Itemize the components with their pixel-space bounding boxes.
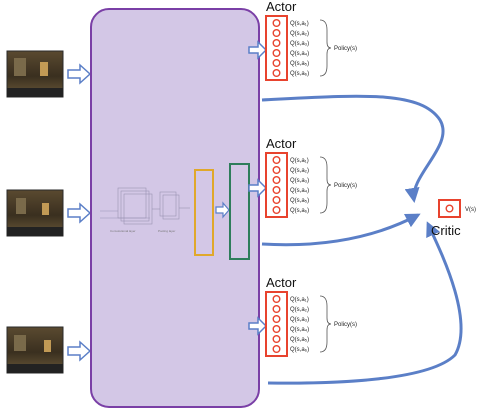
policy-brace bbox=[319, 156, 332, 214]
dense-arrow bbox=[215, 201, 230, 219]
policy-label: Policy(s) bbox=[334, 322, 357, 328]
q-label: Q(s,a₂) bbox=[290, 307, 309, 313]
input-arrow-1 bbox=[67, 63, 92, 85]
input-arrow-2 bbox=[67, 202, 92, 224]
q-label: Q(s,a₅) bbox=[290, 337, 309, 343]
q-label: Q(s,a₄) bbox=[290, 327, 309, 333]
critic-value-label: V(s) bbox=[465, 207, 476, 213]
policy-brace bbox=[319, 295, 332, 353]
q-label: Q(s,a₆) bbox=[290, 347, 309, 353]
critic-value-box bbox=[438, 199, 461, 218]
q-label: Q(s,a₁) bbox=[290, 158, 309, 164]
policy-label: Policy(s) bbox=[334, 183, 357, 189]
actor-title: Actor bbox=[266, 136, 297, 151]
actor-title: Actor bbox=[266, 0, 297, 14]
actor-arrow-3 bbox=[248, 316, 268, 336]
actor-2: Actor Q(s,a₁) Q(s,a₂) Q(s,a₃) Q(s,a₄) Q(… bbox=[265, 136, 357, 218]
critic-title: Critic bbox=[431, 223, 461, 238]
actor-output-box bbox=[265, 152, 288, 218]
q-label: Q(s,a₃) bbox=[290, 41, 309, 47]
actor-3: Actor Q(s,a₁) Q(s,a₂) Q(s,a₃) Q(s,a₄) Q(… bbox=[265, 275, 357, 357]
input-frame-1 bbox=[6, 50, 64, 98]
dense-layer-green bbox=[229, 163, 250, 260]
actor-output-box bbox=[265, 15, 288, 81]
actor-1: Actor Q(s,a₁) Q(s,a₂) Q(s,a₃) Q(s,a₄) Q(… bbox=[265, 0, 357, 81]
q-label: Q(s,a₅) bbox=[290, 61, 309, 67]
critic-curve-arrow-1 bbox=[261, 94, 445, 203]
policy-brace bbox=[319, 19, 332, 77]
shared-network-block bbox=[90, 8, 260, 408]
q-label: Q(s,a₃) bbox=[290, 178, 309, 184]
actor-title: Actor bbox=[266, 275, 297, 290]
policy-label: Policy(s) bbox=[334, 46, 357, 52]
q-label: Q(s,a₂) bbox=[290, 168, 309, 174]
action-nodes bbox=[272, 155, 281, 214]
conv-layer-label: Convolutional layer bbox=[110, 229, 136, 233]
q-label: Q(s,a₅) bbox=[290, 198, 309, 204]
actor-arrow-1 bbox=[248, 40, 268, 60]
dense-layer-orange bbox=[194, 169, 214, 256]
pool-layer-label: Pooling layer bbox=[158, 229, 175, 233]
q-label: Q(s,a₃) bbox=[290, 317, 309, 323]
actor-arrow-2 bbox=[248, 178, 268, 198]
input-frame-3 bbox=[6, 326, 64, 374]
input-arrow-3 bbox=[67, 340, 92, 362]
q-label: Q(s,a₂) bbox=[290, 31, 309, 37]
q-label: Q(s,a₁) bbox=[290, 21, 309, 27]
q-label: Q(s,a₆) bbox=[290, 208, 309, 214]
critic: V(s) Critic bbox=[431, 199, 476, 238]
conv-layers-sketch bbox=[100, 187, 190, 225]
actor-output-box bbox=[265, 291, 288, 357]
critic-curve-arrow-3 bbox=[267, 221, 463, 385]
critic-curve-arrow-2 bbox=[261, 213, 421, 247]
q-label: Q(s,a₄) bbox=[290, 188, 309, 194]
q-label: Q(s,a₆) bbox=[290, 71, 309, 77]
critic-value-node bbox=[445, 204, 454, 213]
action-nodes bbox=[272, 19, 281, 77]
action-nodes bbox=[272, 295, 281, 354]
input-frame-2 bbox=[6, 189, 64, 237]
q-label: Q(s,a₁) bbox=[290, 297, 309, 303]
q-label: Q(s,a₄) bbox=[290, 51, 309, 57]
